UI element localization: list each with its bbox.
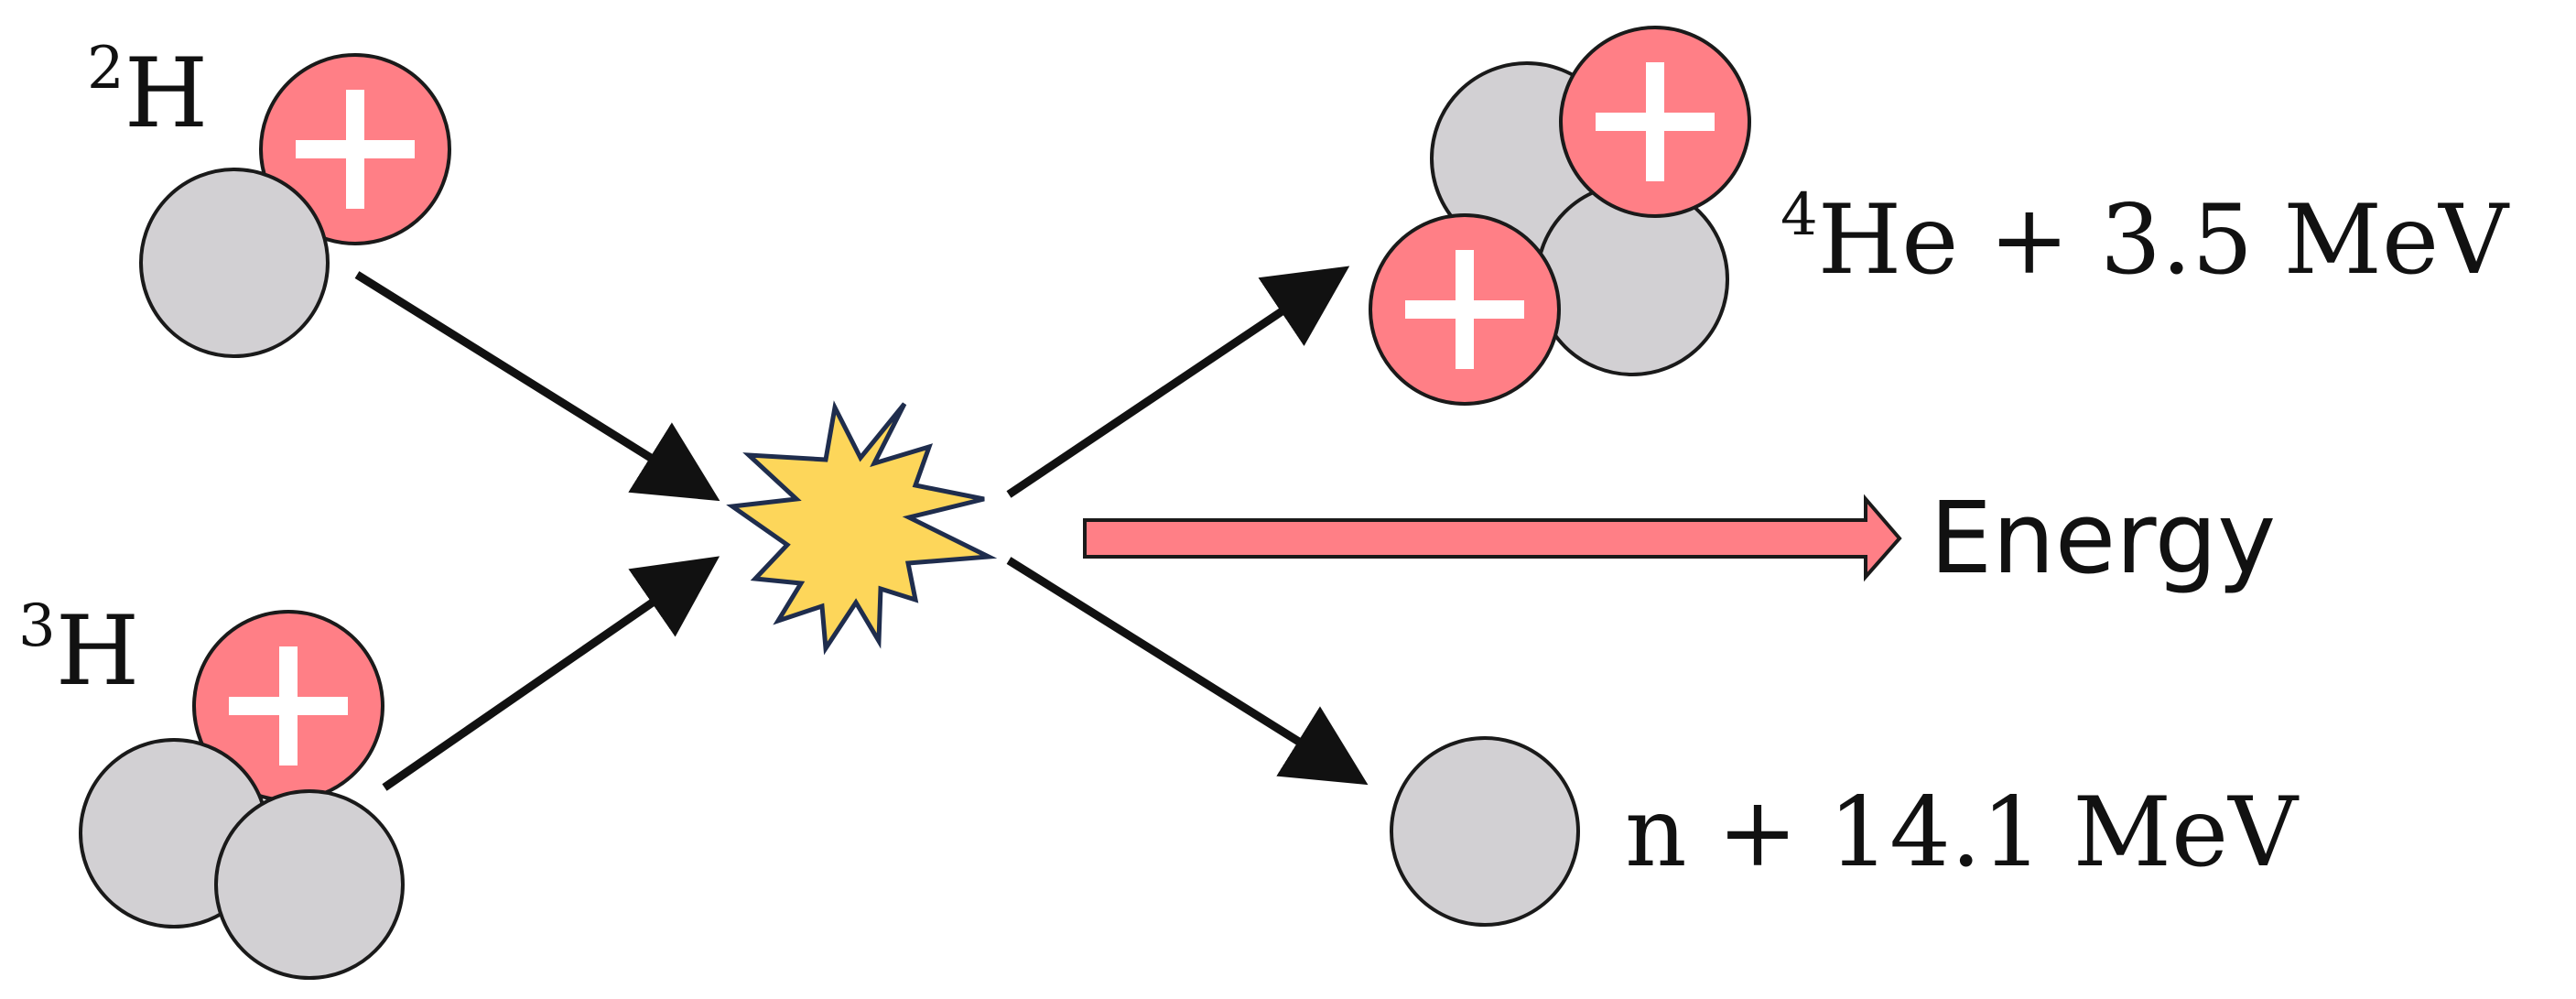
neutron-arrow	[1006, 557, 1369, 786]
energy-label: Energy	[1930, 482, 2276, 596]
deuterium-label: 2H	[87, 35, 208, 149]
neutron	[139, 168, 330, 358]
free-neutron	[1390, 736, 1580, 927]
proton	[192, 610, 384, 802]
helium-arrow	[1006, 266, 1350, 498]
deuterium-nucleus	[139, 53, 451, 358]
tritium-mass-number: 3	[18, 592, 56, 660]
helium-text: He + 3.5 MeV	[1818, 184, 2510, 296]
proton	[1369, 213, 1561, 406]
proton	[259, 53, 451, 245]
deuterium-arrow	[354, 271, 720, 502]
helium-mass-number: 4	[1780, 181, 1818, 249]
neutron	[214, 789, 405, 980]
helium-nucleus	[1369, 26, 1751, 406]
fusion-flash-icon	[726, 400, 998, 656]
helium-label: 4He + 3.5 MeV	[1780, 181, 2510, 296]
deuterium-symbol: H	[124, 38, 209, 149]
tritium-symbol: H	[56, 595, 140, 707]
proton	[1559, 26, 1751, 218]
tritium-arrow	[382, 556, 720, 791]
energy-arrow	[1083, 494, 1902, 582]
neutron-label: n + 14.1 MeV	[1625, 776, 2300, 888]
tritium-label: 3H	[18, 592, 139, 707]
tritium-nucleus	[79, 610, 405, 980]
deuterium-mass-number: 2	[87, 35, 124, 103]
